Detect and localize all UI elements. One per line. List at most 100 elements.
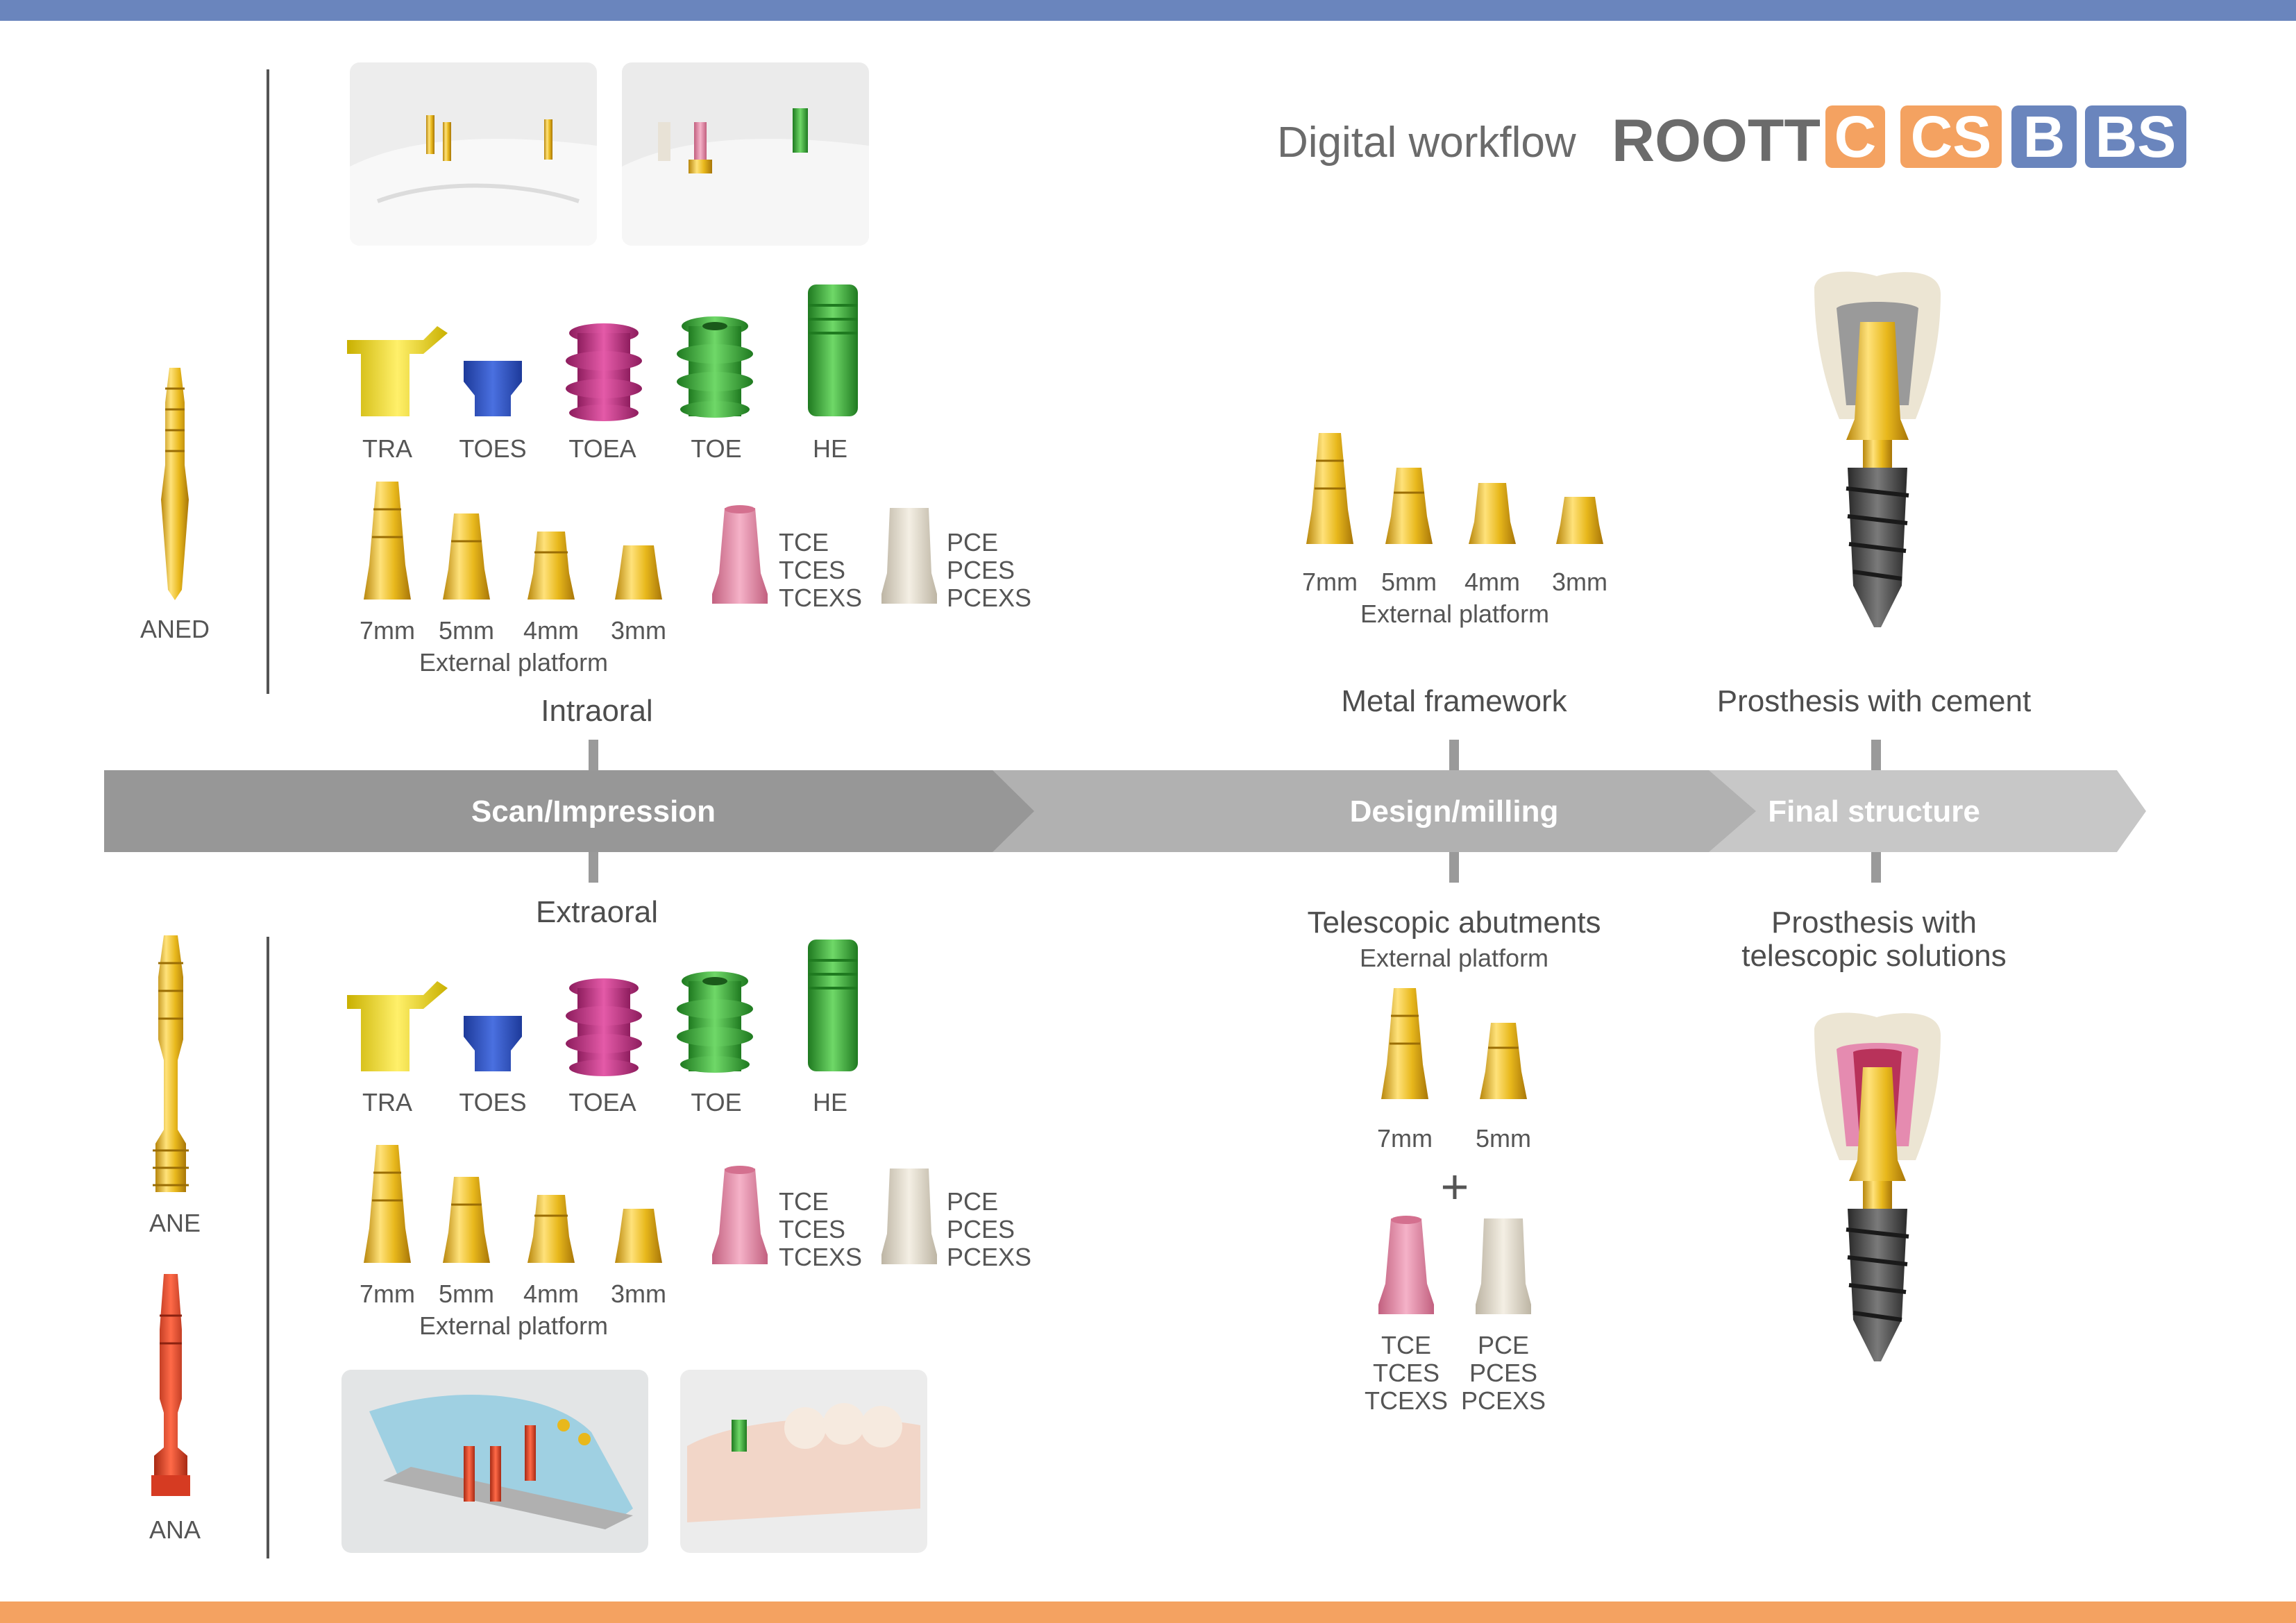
framework-5mm-label: 5mm <box>1381 568 1437 596</box>
telescopic-abutment-7mm-icon <box>1381 988 1428 1099</box>
telescopic-title: Telescopic abutments <box>1307 906 1601 940</box>
toea-transfer-icon <box>566 978 642 1076</box>
badge-b: B <box>2011 105 2077 168</box>
cement-title: Prosthesis with cement <box>1716 684 2032 718</box>
timeline-arrow <box>104 770 2146 852</box>
extraoral-toe-label: TOE <box>691 1088 742 1116</box>
intraoral-abutment-3mm-icon <box>615 545 662 600</box>
toes-transfer-icon <box>464 361 522 416</box>
intraoral-platform-label: External platform <box>419 648 609 677</box>
plus-sign: + <box>1440 1159 1469 1214</box>
badge-bs-label: BS <box>2095 104 2177 169</box>
telescopic-pces-label: PCES <box>1469 1359 1538 1387</box>
extraoral-pces-label: PCES <box>947 1215 1015 1243</box>
extraoral-tce-label: TCE <box>779 1187 829 1216</box>
step-scan-impression: Scan/Impression <box>471 794 716 829</box>
intraoral-tcexs-label: TCEXS <box>779 584 863 612</box>
telescopic-7mm-label: 7mm <box>1377 1124 1433 1153</box>
telescopic-tce-cap-icon <box>1378 1216 1434 1314</box>
intraoral-tra-label: TRA <box>362 434 412 463</box>
bottom-accent-bar <box>0 1601 2296 1623</box>
header-subtitle: Digital workflow <box>1277 119 1576 167</box>
intraoral-tce-label: TCE <box>779 528 829 556</box>
intraoral-tce-cap-icon <box>712 505 768 604</box>
intraoral-toe-label: TOE <box>691 434 742 463</box>
tick-prosthesis-telescopic <box>1871 852 1881 883</box>
intraoral-3mm-label: 3mm <box>611 616 666 645</box>
badge-bs: BS <box>2085 105 2186 168</box>
tick-metal-framework <box>1449 740 1459 770</box>
extraoral-tces-label: TCES <box>779 1215 846 1243</box>
ane-label: ANE <box>149 1209 201 1237</box>
intraoral-he-label: HE <box>812 434 847 463</box>
step-design-milling: Design/milling <box>1349 794 1559 829</box>
extraoral-tcexs-label: TCEXS <box>779 1243 863 1271</box>
intraoral-photo-model-2 <box>622 62 869 246</box>
intraoral-7mm-label: 7mm <box>360 616 415 645</box>
framework-abutment-5mm-icon <box>1385 468 1433 544</box>
extraoral-he-label: HE <box>812 1088 847 1116</box>
prosthesis-telescopic-icon <box>1814 1012 1941 1361</box>
intraoral-photo-model-1 <box>350 62 597 246</box>
intraoral-toes-label: TOES <box>459 434 527 463</box>
extraoral-tra-label: TRA <box>362 1088 412 1116</box>
extraoral-abutment-5mm-icon <box>443 1177 490 1263</box>
intraoral-abutment-5mm-icon <box>443 513 490 600</box>
telescopic-pce-cap-icon <box>1476 1218 1531 1314</box>
extraoral-tce-cap-icon <box>712 1166 768 1264</box>
badge-c: C <box>1825 105 1885 168</box>
aned-analog-icon <box>161 368 189 600</box>
telescopic-tce-label: TCE <box>1381 1331 1431 1359</box>
extraoral-pce-cap-icon <box>881 1169 937 1264</box>
extraoral-7mm-label: 7mm <box>360 1280 415 1308</box>
telescopic-pce-label: PCE <box>1477 1331 1530 1359</box>
extraoral-5mm-label: 5mm <box>439 1280 494 1308</box>
intraoral-abutment-4mm-icon <box>527 532 575 600</box>
prosthesis-cement-icon <box>1814 271 1941 627</box>
tick-cement <box>1871 740 1881 770</box>
top-accent-bar <box>0 0 2296 21</box>
extraoral-platform-label: External platform <box>419 1311 609 1340</box>
tick-extraoral <box>589 852 598 883</box>
he-transfer-icon <box>808 940 858 1071</box>
telescopic-pcexs-label: PCEXS <box>1460 1386 1546 1415</box>
tra-transfer-icon <box>347 981 448 1071</box>
badge-cs: CS <box>1900 105 2002 168</box>
framework-abutment-7mm-icon <box>1306 433 1353 544</box>
aned-label: ANED <box>140 615 210 643</box>
extraoral-separator <box>267 937 269 1558</box>
brand-name: ROOTT <box>1612 108 1821 174</box>
extraoral-photo-stone-model <box>680 1370 927 1553</box>
toea-transfer-icon <box>566 323 642 421</box>
badge-cs-label: CS <box>1910 104 1992 169</box>
tick-telescopic <box>1449 852 1459 883</box>
extraoral-3mm-label: 3mm <box>611 1280 666 1308</box>
framework-platform-label: External platform <box>1360 600 1550 628</box>
intraoral-tces-label: TCES <box>779 556 846 584</box>
intraoral-abutment-7mm-icon <box>364 482 411 600</box>
extraoral-toea-label: TOEA <box>568 1088 636 1116</box>
extraoral-photo-impression-tray <box>341 1370 648 1553</box>
telescopic-prosthesis-line1: Prosthesis with <box>1771 906 1977 940</box>
framework-abutment-3mm-icon <box>1556 497 1603 544</box>
telescopic-tces-label: TCES <box>1372 1359 1440 1387</box>
intraoral-title: Intraoral <box>541 694 653 728</box>
toe-transfer-icon <box>677 971 753 1073</box>
framework-3mm-label: 3mm <box>1552 568 1607 596</box>
extraoral-pce-label: PCE <box>947 1187 999 1216</box>
telescopic-5mm-label: 5mm <box>1476 1124 1531 1153</box>
framework-7mm-label: 7mm <box>1302 568 1358 596</box>
ana-analog-icon <box>151 1274 190 1496</box>
extraoral-transfer-row <box>326 933 881 1120</box>
extraoral-toes-label: TOES <box>459 1088 527 1116</box>
toes-transfer-icon <box>464 1016 522 1071</box>
intraoral-4mm-label: 4mm <box>523 616 579 645</box>
extraoral-abutment-4mm-icon <box>527 1195 575 1263</box>
badge-c-label: C <box>1834 104 1877 169</box>
metal-framework-title: Metal framework <box>1341 684 1567 718</box>
intraoral-toea-label: TOEA <box>568 434 636 463</box>
badge-b-label: B <box>2023 104 2066 169</box>
extraoral-abutment-7mm-icon <box>364 1145 411 1263</box>
telescopic-abutment-5mm-icon <box>1480 1023 1527 1099</box>
framework-abutment-4mm-icon <box>1469 483 1516 544</box>
